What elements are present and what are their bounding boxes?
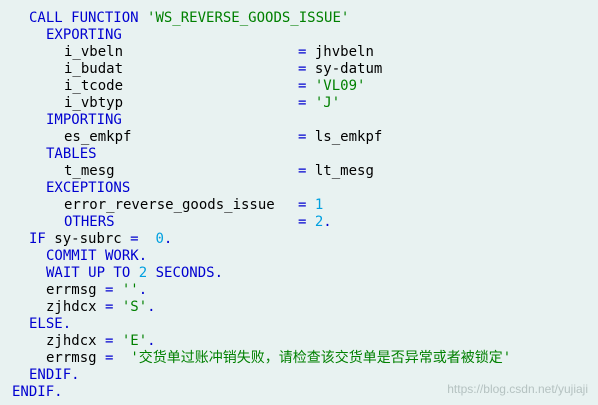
code-line: OTHERS = 2. bbox=[64, 214, 332, 231]
code-token: IF bbox=[29, 231, 55, 247]
code-token: ls_emkpf bbox=[306, 129, 383, 145]
code-token: 'VL09' bbox=[306, 78, 366, 94]
code-line: EXPORTING bbox=[46, 27, 122, 44]
code-line: zjhdcx = 'E'. bbox=[46, 333, 156, 350]
code-token: EXCEPTIONS bbox=[46, 180, 131, 196]
code-token: = bbox=[130, 231, 148, 247]
code-token: = bbox=[298, 129, 307, 145]
code-token: 'WS_REVERSE_GOODS_ISSUE' bbox=[147, 10, 350, 26]
code-token: IMPORTING bbox=[46, 112, 122, 128]
code-line: i_budat = sy-datum bbox=[64, 61, 382, 78]
code-token: es_emkpf bbox=[64, 129, 132, 145]
code-token: = bbox=[298, 197, 307, 213]
code-line: COMMIT WORK. bbox=[46, 248, 147, 265]
code-line: CALL FUNCTION 'WS_REVERSE_GOODS_ISSUE' bbox=[29, 10, 349, 27]
code-token: SECONDS. bbox=[147, 265, 224, 281]
code-token: lt_mesg bbox=[306, 163, 374, 179]
code-line: ENDIF. bbox=[12, 384, 63, 401]
code-token: i_budat bbox=[64, 61, 124, 77]
code-token: = bbox=[298, 163, 307, 179]
code-line: ELSE. bbox=[29, 316, 71, 333]
code-line: ENDIF. bbox=[29, 367, 80, 384]
code-line: i_vbeln = jhvbeln bbox=[64, 44, 374, 61]
code-token: = bbox=[105, 299, 122, 315]
code-token: 'S' bbox=[121, 299, 148, 315]
code-token: errmsg bbox=[46, 350, 106, 366]
code-line: IF sy-subrc = 0. bbox=[29, 231, 172, 248]
code-line: i_vbtyp = 'J' bbox=[64, 95, 340, 112]
code-token: zjhdcx bbox=[46, 299, 106, 315]
code-line: zjhdcx = 'S'. bbox=[46, 299, 156, 316]
code-token: ELSE. bbox=[29, 316, 72, 332]
code-token: t_mesg bbox=[64, 163, 115, 179]
code-line: errmsg = ''. bbox=[46, 282, 147, 299]
code-token: = bbox=[298, 95, 307, 111]
code-token: CALL FUNCTION bbox=[29, 10, 148, 26]
code-token: OTHERS bbox=[64, 214, 115, 230]
code-token: EXPORTING bbox=[46, 27, 122, 43]
code-token: = bbox=[105, 282, 122, 298]
code-token: = bbox=[298, 44, 307, 60]
code-token: = bbox=[105, 350, 131, 366]
code-token: sy-datum bbox=[306, 61, 383, 77]
code-token: sy-subrc bbox=[54, 231, 131, 247]
code-token: = bbox=[298, 214, 307, 230]
code-token: COMMIT WORK. bbox=[46, 248, 148, 264]
code-token: 2 bbox=[306, 214, 324, 230]
code-line: error_reverse_goods_issue = 1 bbox=[64, 197, 323, 214]
code-token: WAIT UP TO bbox=[46, 265, 139, 281]
code-token: 'E' bbox=[121, 333, 148, 349]
code-line: WAIT UP TO 2 SECONDS. bbox=[46, 265, 223, 282]
code-line: errmsg = '交货单过账冲销失败，请检查该交货单是否异常或者被锁定' bbox=[46, 350, 511, 367]
code-token: . bbox=[147, 299, 156, 315]
code-token: zjhdcx bbox=[46, 333, 106, 349]
code-token: 1 bbox=[306, 197, 324, 213]
code-token: jhvbeln bbox=[306, 44, 374, 60]
code-token: = bbox=[298, 61, 307, 77]
code-line: IMPORTING bbox=[46, 112, 122, 129]
code-token: . bbox=[323, 214, 332, 230]
code-token: 0 bbox=[147, 231, 164, 247]
code-token: i_tcode bbox=[64, 78, 124, 94]
code-token: . bbox=[147, 333, 156, 349]
code-token: ENDIF. bbox=[29, 367, 80, 383]
code-line: es_emkpf = ls_emkpf bbox=[64, 129, 382, 146]
code-token: error_reverse_goods_issue bbox=[64, 197, 275, 213]
code-token: 2 bbox=[138, 265, 148, 281]
code-line: EXCEPTIONS bbox=[46, 180, 130, 197]
code-token: = bbox=[298, 78, 307, 94]
code-token: errmsg bbox=[46, 282, 106, 298]
watermark: https://blog.csdn.net/yujiaji bbox=[447, 382, 588, 396]
code-token: i_vbtyp bbox=[64, 95, 124, 111]
code-line: t_mesg = lt_mesg bbox=[64, 163, 374, 180]
code-token: 'J' bbox=[306, 95, 341, 111]
code-token: '' bbox=[121, 282, 139, 298]
code-token: i_vbeln bbox=[64, 44, 124, 60]
code-token: '交货单过账冲销失败，请检查该交货单是否异常或者被锁定' bbox=[130, 350, 512, 366]
code-token: . bbox=[138, 282, 148, 298]
code-line: TABLES bbox=[46, 146, 97, 163]
code-line: i_tcode = 'VL09' bbox=[64, 78, 365, 95]
code-token: = bbox=[105, 333, 122, 349]
code-token: TABLES bbox=[46, 146, 97, 162]
code-token: ENDIF. bbox=[12, 384, 63, 400]
code-token: . bbox=[163, 231, 173, 247]
